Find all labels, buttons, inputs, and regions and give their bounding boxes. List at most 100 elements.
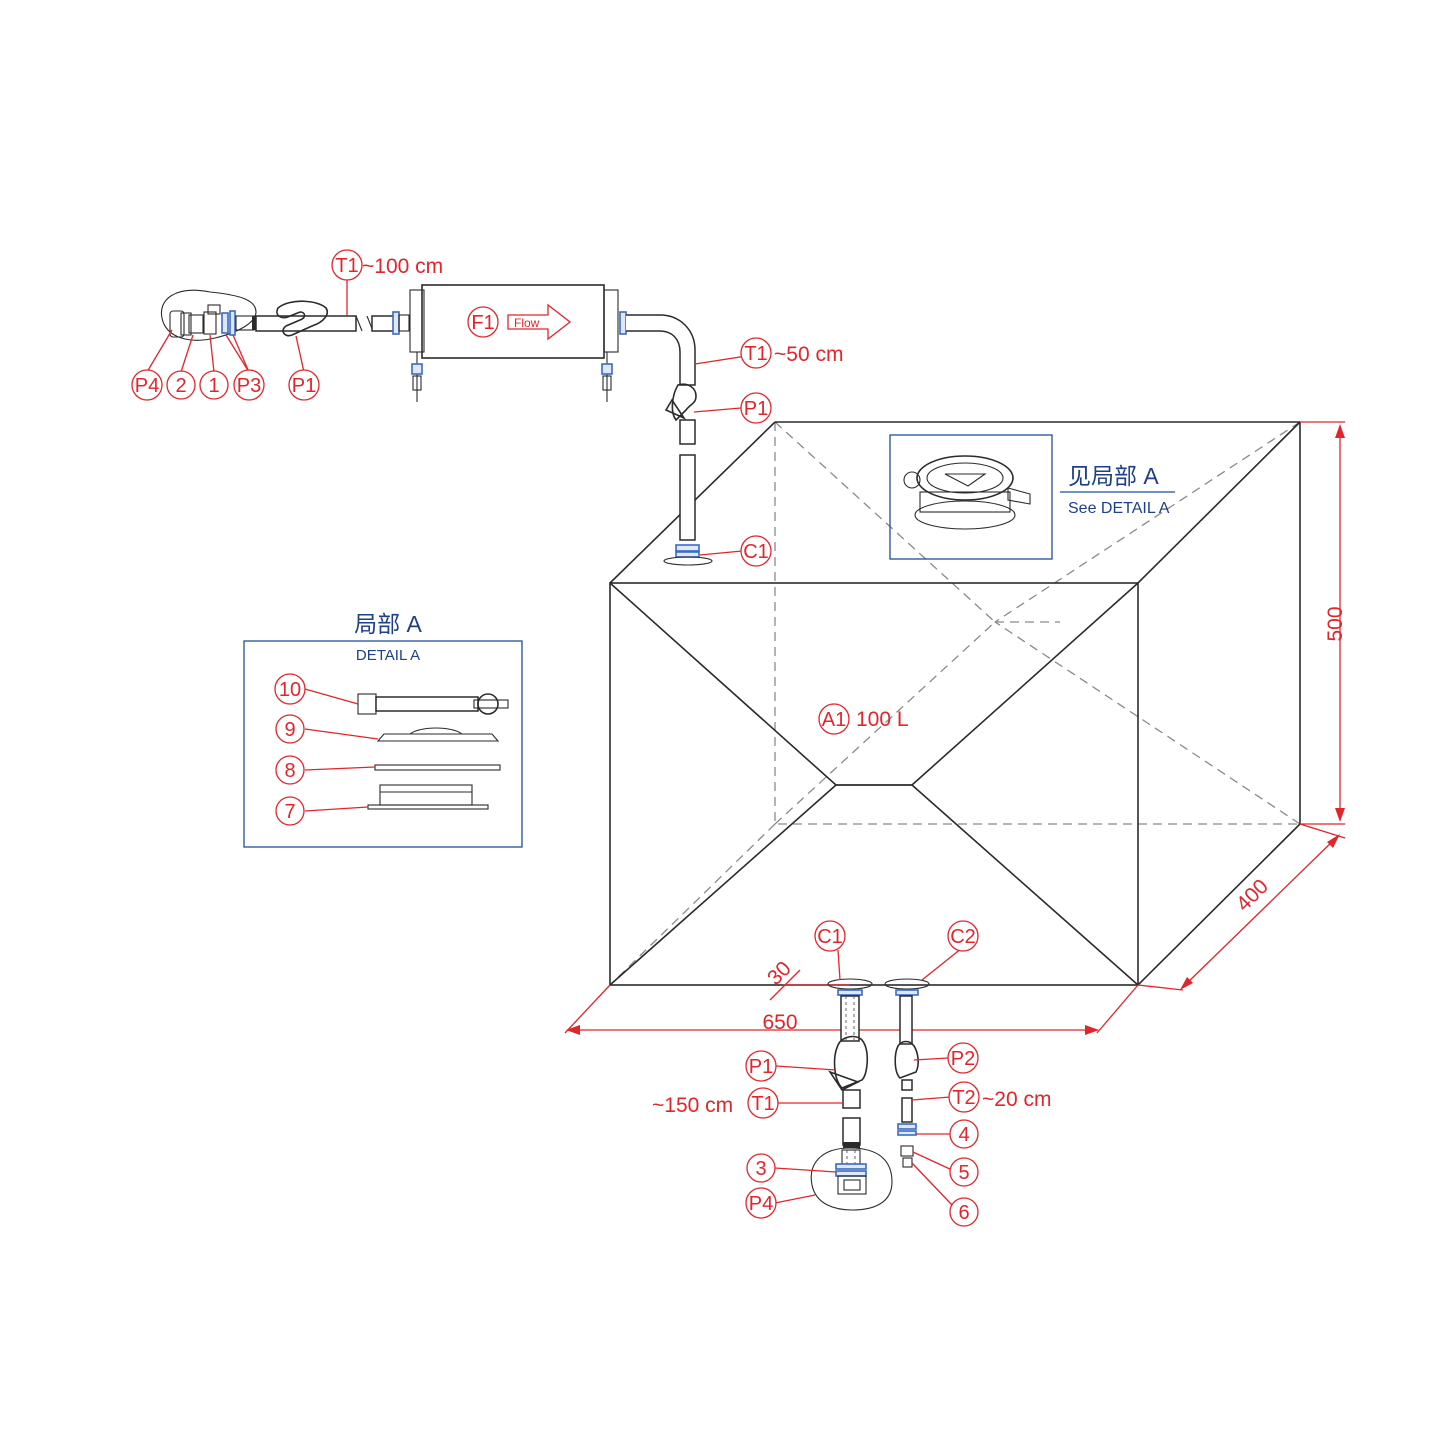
tag-circle xyxy=(275,714,305,744)
tag-circle xyxy=(948,1081,980,1113)
tag-t1-right: T1 xyxy=(740,337,772,369)
tag-circle xyxy=(275,796,305,826)
tag-p2: P2 xyxy=(947,1042,979,1074)
tag-n8: 8 xyxy=(275,755,305,785)
tag-p1-left: P1 xyxy=(288,369,320,401)
tag-p3: P3 xyxy=(233,369,265,401)
tag-text: 10 xyxy=(279,679,301,701)
filter-f1-body xyxy=(421,284,605,359)
tag-text: 8 xyxy=(284,760,295,782)
tag-circle xyxy=(818,703,850,735)
tag-p4-bottom: P4 xyxy=(745,1187,777,1219)
tag-c1-top: C1 xyxy=(740,535,772,567)
tag-text: P1 xyxy=(744,398,768,420)
detail-box-cn: 局部 A xyxy=(354,611,422,637)
tag-text: 2 xyxy=(175,375,186,397)
tag-text: 4 xyxy=(958,1124,969,1146)
tag-text: T2 xyxy=(952,1087,975,1109)
tag-circle xyxy=(331,249,363,281)
tag-circle xyxy=(745,1050,777,1082)
a1-volume: 100 L xyxy=(856,708,909,731)
tag-text: P4 xyxy=(135,375,159,397)
bag-p4-bottom xyxy=(810,1147,893,1211)
tag-text: F1 xyxy=(471,312,494,334)
dim-width: 650 xyxy=(762,1011,797,1034)
tag-c2: C2 xyxy=(947,920,979,952)
tag-n5: 5 xyxy=(949,1157,979,1187)
tag-text: C1 xyxy=(743,541,769,563)
tag-text: 7 xyxy=(284,801,295,823)
tag-circle xyxy=(949,1119,979,1149)
tag-text: 6 xyxy=(958,1202,969,1224)
tag-text: P2 xyxy=(951,1048,975,1070)
tag-t2: T2 xyxy=(948,1081,980,1113)
tag-t1-bottom: T1 xyxy=(747,1087,779,1119)
leader-lines xyxy=(146,275,963,1206)
tag-circle xyxy=(288,369,320,401)
detail-ref-en: See DETAIL A xyxy=(1068,500,1170,517)
tag-circle xyxy=(746,1153,776,1183)
detail-box-en: DETAIL A xyxy=(356,647,420,664)
tag-circle xyxy=(740,535,772,567)
tag-circle xyxy=(947,1042,979,1074)
t2-length: ~20 cm xyxy=(982,1088,1051,1111)
tag-p1-bottom: P1 xyxy=(745,1050,777,1082)
tag-circle xyxy=(233,369,265,401)
tag-t1-top: T1 xyxy=(331,249,363,281)
tag-text: T1 xyxy=(335,255,358,277)
t1-bottom-length: ~150 cm xyxy=(652,1094,733,1117)
tag-n4: 4 xyxy=(949,1119,979,1149)
tag-circle xyxy=(131,369,163,401)
t1-top-length: ~100 cm xyxy=(362,255,443,278)
pinch-clamp-p1-right xyxy=(671,383,697,422)
pinch-clamp-p1-left xyxy=(276,300,328,337)
detail-ref-box xyxy=(889,434,1175,560)
tag-text: T1 xyxy=(744,343,767,365)
t1-right-length: ~50 cm xyxy=(774,343,843,366)
text-labels: ~100 cm ~50 cm Flow 100 L ~150 cm ~20 cm… xyxy=(354,255,1347,1117)
tag-circle xyxy=(947,920,979,952)
top-piping xyxy=(160,284,713,566)
tag-n9: 9 xyxy=(275,714,305,744)
tag-a1: A1 xyxy=(818,703,850,735)
tag-c1-bottom: C1 xyxy=(814,920,846,952)
tank xyxy=(609,421,1301,986)
tag-text: P1 xyxy=(749,1056,773,1078)
tag-text: P1 xyxy=(292,375,316,397)
tag-text: P3 xyxy=(237,375,261,397)
tag-text: 3 xyxy=(755,1158,766,1180)
bottom-piping xyxy=(810,978,930,1211)
tag-p1-right: P1 xyxy=(740,392,772,424)
dimension-lines xyxy=(564,421,1346,1035)
tag-n7: 7 xyxy=(275,796,305,826)
tag-circle xyxy=(949,1197,979,1227)
tag-text: P4 xyxy=(749,1193,773,1215)
tag-n6: 6 xyxy=(949,1197,979,1227)
tag-text: 9 xyxy=(284,719,295,741)
dim-depth: 400 xyxy=(1232,875,1273,916)
tag-circle xyxy=(166,370,196,400)
tag-text: T1 xyxy=(751,1093,774,1115)
tag-n3: 3 xyxy=(746,1153,776,1183)
tag-text: 1 xyxy=(208,375,219,397)
tag-n1: 1 xyxy=(199,370,229,400)
tag-f1: F1 xyxy=(467,306,499,338)
tag-circle xyxy=(467,306,499,338)
tag-circle xyxy=(949,1157,979,1187)
tag-circle xyxy=(199,370,229,400)
tag-p4-left: P4 xyxy=(131,369,163,401)
tag-circle xyxy=(745,1187,777,1219)
bag-p4-left xyxy=(160,289,257,341)
tag-n2: 2 xyxy=(166,370,196,400)
tag-n10: 10 xyxy=(274,673,306,705)
flow-label: Flow xyxy=(514,316,540,330)
tag-circle xyxy=(274,673,306,705)
dim-height: 500 xyxy=(1324,606,1347,641)
tag-text: 5 xyxy=(958,1162,969,1184)
tag-circle xyxy=(275,755,305,785)
tag-text: C1 xyxy=(817,926,843,948)
tag-text: A1 xyxy=(822,709,846,731)
tag-circle xyxy=(740,392,772,424)
